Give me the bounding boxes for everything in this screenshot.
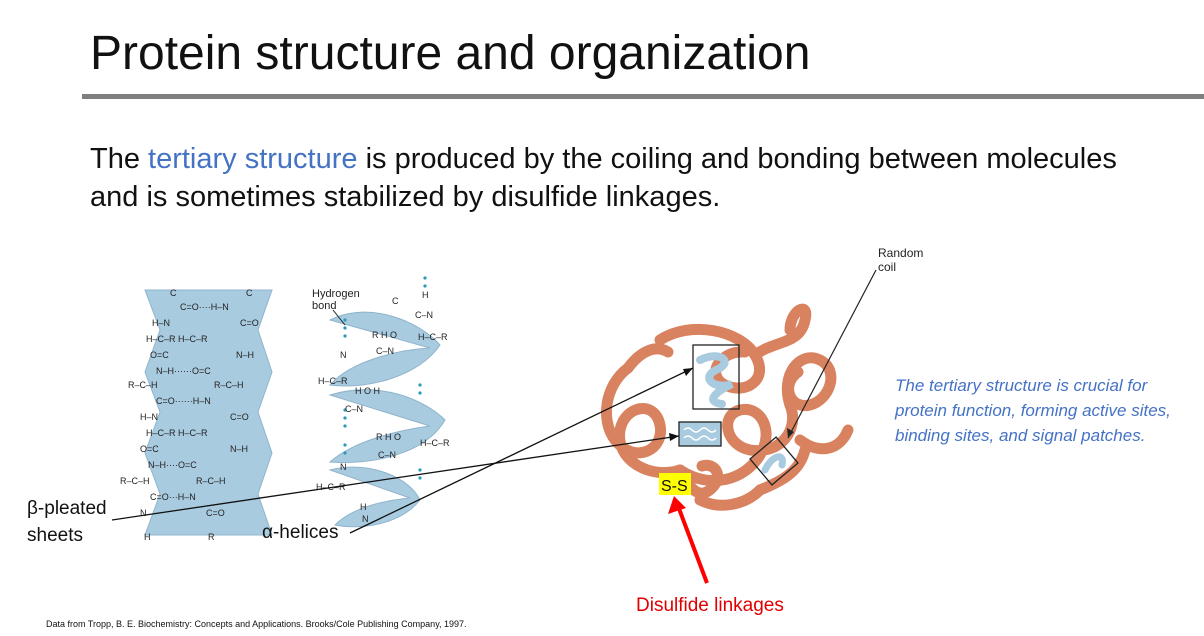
- svg-text:R–C–H: R–C–H: [128, 380, 158, 390]
- svg-text:N: N: [340, 350, 347, 360]
- alpha-helix-label: α-helices: [262, 522, 338, 543]
- svg-text:H–C–R H–C–R: H–C–R H–C–R: [146, 334, 208, 344]
- helix-highlight-box: [692, 344, 740, 410]
- helix-coil: [696, 352, 734, 408]
- svg-text:N: N: [362, 514, 369, 524]
- tertiary-function-note: The tertiary structure is crucial for pr…: [895, 376, 1171, 445]
- disulfide-arrow-line: [676, 505, 709, 584]
- sheet-waves: [683, 427, 717, 441]
- svg-text:R: R: [208, 532, 215, 542]
- random-coil-box: [749, 436, 799, 486]
- svg-text:C=O····H–N: C=O····H–N: [180, 302, 229, 312]
- disulfide-linkages-label: Disulfide linkages: [636, 595, 784, 616]
- svg-text:C=O: C=O: [240, 318, 259, 328]
- svg-text:C–N: C–N: [345, 404, 363, 414]
- ss-label: S-S: [661, 478, 688, 495]
- alpha-connector-line: [349, 367, 694, 534]
- lead-highlight-term: tertiary structure: [148, 143, 358, 175]
- svg-text:H O H: H O H: [355, 386, 380, 396]
- svg-text:R H O: R H O: [372, 330, 397, 340]
- tertiary-structure-figure: S-S Random coil: [600, 246, 923, 511]
- beta-sheet-figure: C C C=O····H–N H–N C=O H–C–R H–C–R O=C N…: [120, 288, 273, 542]
- random-coil-pointer: [787, 269, 877, 439]
- lead-text-start: The: [90, 143, 149, 175]
- page-title: Protein structure and organization: [90, 27, 811, 80]
- beta-sheet-label-line1: β-pleated: [27, 498, 107, 519]
- beta-connector-head: [669, 433, 679, 441]
- hydrogen-bond-label-line2: bond: [312, 300, 336, 312]
- random-coil-pointer-head: [787, 428, 794, 438]
- beta-connector-line: [111, 435, 680, 521]
- svg-text:H: H: [422, 290, 429, 300]
- svg-text:H–C–R: H–C–R: [318, 376, 348, 386]
- svg-text:C: C: [392, 296, 399, 306]
- svg-text:H–C–R: H–C–R: [420, 438, 450, 448]
- svg-text:C–N: C–N: [376, 346, 394, 356]
- svg-text:N: N: [140, 508, 147, 518]
- helix-ribbon-3: [328, 466, 421, 528]
- helix-ribbon-2: [328, 389, 446, 463]
- hydrogen-bond-label-line1: Hydrogen: [312, 288, 360, 300]
- svg-text:N–H: N–H: [236, 350, 254, 360]
- svg-text:H–C–R H–C–R: H–C–R H–C–R: [146, 428, 208, 438]
- svg-text:C=O···H–N: C=O···H–N: [150, 492, 196, 502]
- svg-text:C=O······H–N: C=O······H–N: [156, 396, 211, 406]
- ss-highlight: [659, 473, 691, 495]
- protein-ribbon: [600, 303, 854, 511]
- svg-text:R–C–H: R–C–H: [196, 476, 226, 486]
- title-divider: [82, 94, 1204, 99]
- alpha-connector-head: [683, 368, 693, 376]
- lead-paragraph: The tertiary structure is produced by th…: [90, 140, 1150, 216]
- svg-text:N: N: [340, 462, 347, 472]
- svg-text:N–H······O=C: N–H······O=C: [156, 366, 211, 376]
- helix-ribbon-1: [328, 311, 441, 387]
- svg-text:C–N: C–N: [415, 310, 433, 320]
- svg-text:C=O: C=O: [230, 412, 249, 422]
- hydrogen-bond-dots: [343, 276, 427, 480]
- svg-text:R H O: R H O: [376, 432, 401, 442]
- alpha-helix-figure: H C C–N R H O H–C–R N C–N H–C–R H O H C–…: [312, 276, 450, 528]
- hydrogen-bond-pointer: [332, 309, 346, 326]
- svg-text:O=C: O=C: [150, 350, 169, 360]
- svg-text:N–H: N–H: [230, 444, 248, 454]
- svg-text:H: H: [144, 532, 151, 542]
- svg-text:O=C: O=C: [140, 444, 159, 454]
- random-coil-label-line2: coil: [878, 260, 896, 274]
- svg-text:H–N: H–N: [152, 318, 170, 328]
- beta-sheet-chemistry: C C C=O····H–N H–N C=O H–C–R H–C–R O=C N…: [120, 288, 259, 542]
- random-coil-label-line1: Random: [878, 246, 923, 260]
- source-citation: Data from Tropp, B. E. Biochemistry: Con…: [46, 619, 467, 629]
- beta-sheet-label-line2: sheets: [27, 525, 83, 546]
- svg-text:R–C–H: R–C–H: [120, 476, 150, 486]
- disulfide-arrow-head: [668, 496, 686, 514]
- svg-text:C–N: C–N: [378, 450, 396, 460]
- sheet-highlight-box: [678, 421, 722, 447]
- random-coil-segment: [761, 453, 786, 474]
- svg-text:H–N: H–N: [140, 412, 158, 422]
- svg-text:C: C: [246, 288, 253, 298]
- svg-text:H: H: [360, 502, 367, 512]
- lead-text-end: is produced by the coiling and bonding b…: [90, 143, 1117, 213]
- beta-sheet-ribbon: [144, 289, 273, 536]
- svg-text:N–H····O=C: N–H····O=C: [148, 460, 197, 470]
- svg-text:R–C–H: R–C–H: [214, 380, 244, 390]
- svg-text:C=O: C=O: [206, 508, 225, 518]
- svg-text:C: C: [170, 288, 177, 298]
- svg-text:H–C–R: H–C–R: [418, 332, 448, 342]
